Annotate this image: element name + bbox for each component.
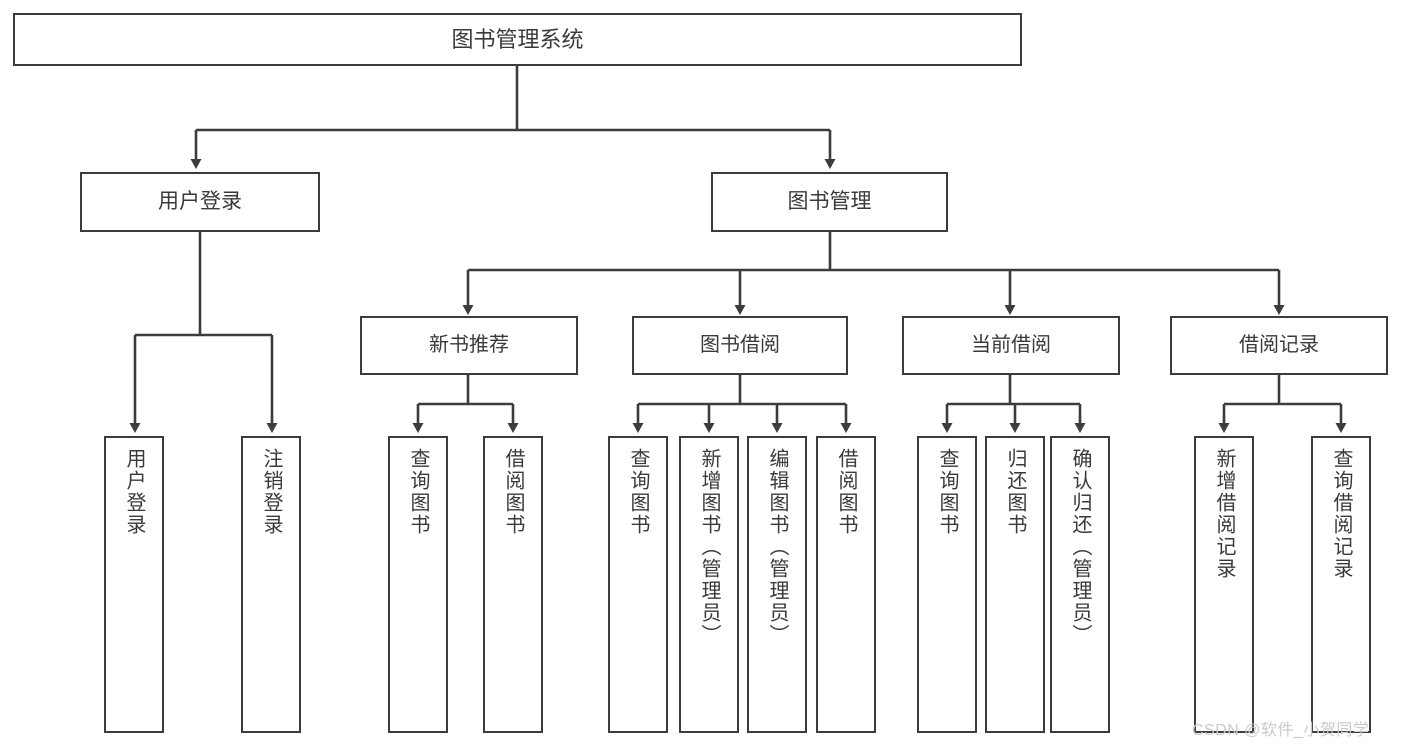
leaf-label: 编辑图书（管理员） — [766, 448, 788, 646]
node-label: 图书管理 — [787, 189, 872, 213]
leaf-label: 用户登录 — [123, 448, 145, 536]
leaf-label: 查询借阅记录 — [1330, 448, 1352, 580]
leaf-label: 确认归还（管理员） — [1069, 448, 1091, 646]
node-new-book-recommend[interactable]: 新书推荐 — [360, 316, 578, 375]
leaf-label: 归还图书 — [1004, 448, 1026, 536]
node-label: 图书借阅 — [700, 333, 780, 356]
node-label: 新书推荐 — [429, 333, 509, 356]
node-root-system[interactable]: 图书管理系统 — [13, 13, 1022, 66]
leaf-recommend-borrow-book[interactable]: 借阅图书 — [483, 436, 543, 733]
node-current-borrow[interactable]: 当前借阅 — [902, 316, 1120, 375]
leaf-borrow-query-book[interactable]: 查询图书 — [608, 436, 668, 733]
node-label: 借阅记录 — [1239, 333, 1319, 356]
node-user-login[interactable]: 用户登录 — [80, 172, 320, 232]
leaf-label: 新增借阅记录 — [1213, 448, 1235, 580]
node-label: 用户登录 — [158, 189, 242, 213]
leaf-label: 借阅图书 — [835, 448, 857, 536]
leaf-user-login-login[interactable]: 用户登录 — [104, 436, 164, 733]
leaf-label: 注销登录 — [260, 448, 282, 536]
leaf-label: 查询图书 — [936, 448, 958, 536]
leaf-records-query-record[interactable]: 查询借阅记录 — [1311, 436, 1371, 733]
node-borrow-records[interactable]: 借阅记录 — [1170, 316, 1388, 375]
node-book-borrow[interactable]: 图书借阅 — [632, 316, 848, 375]
csdn-watermark: CSDN @软件_小贺同学 — [1192, 722, 1370, 739]
leaf-label: 新增图书（管理员） — [698, 448, 720, 646]
leaf-borrow-borrow-book[interactable]: 借阅图书 — [816, 436, 876, 733]
leaf-label: 借阅图书 — [502, 448, 524, 536]
leaf-borrow-edit-book[interactable]: 编辑图书（管理员） — [747, 436, 807, 733]
leaf-current-confirm-return[interactable]: 确认归还（管理员） — [1050, 436, 1110, 733]
node-label: 图书管理系统 — [451, 26, 584, 52]
leaf-current-query-book[interactable]: 查询图书 — [917, 436, 977, 733]
leaf-current-return-book[interactable]: 归还图书 — [985, 436, 1045, 733]
leaf-label: 查询图书 — [407, 448, 429, 536]
leaf-recommend-query-book[interactable]: 查询图书 — [388, 436, 448, 733]
leaf-user-login-logout[interactable]: 注销登录 — [241, 436, 301, 733]
leaf-records-add-record[interactable]: 新增借阅记录 — [1194, 436, 1254, 733]
leaf-label: 查询图书 — [627, 448, 649, 536]
leaf-borrow-add-book[interactable]: 新增图书（管理员） — [679, 436, 739, 733]
node-label: 当前借阅 — [971, 333, 1051, 356]
node-book-management[interactable]: 图书管理 — [711, 172, 948, 232]
